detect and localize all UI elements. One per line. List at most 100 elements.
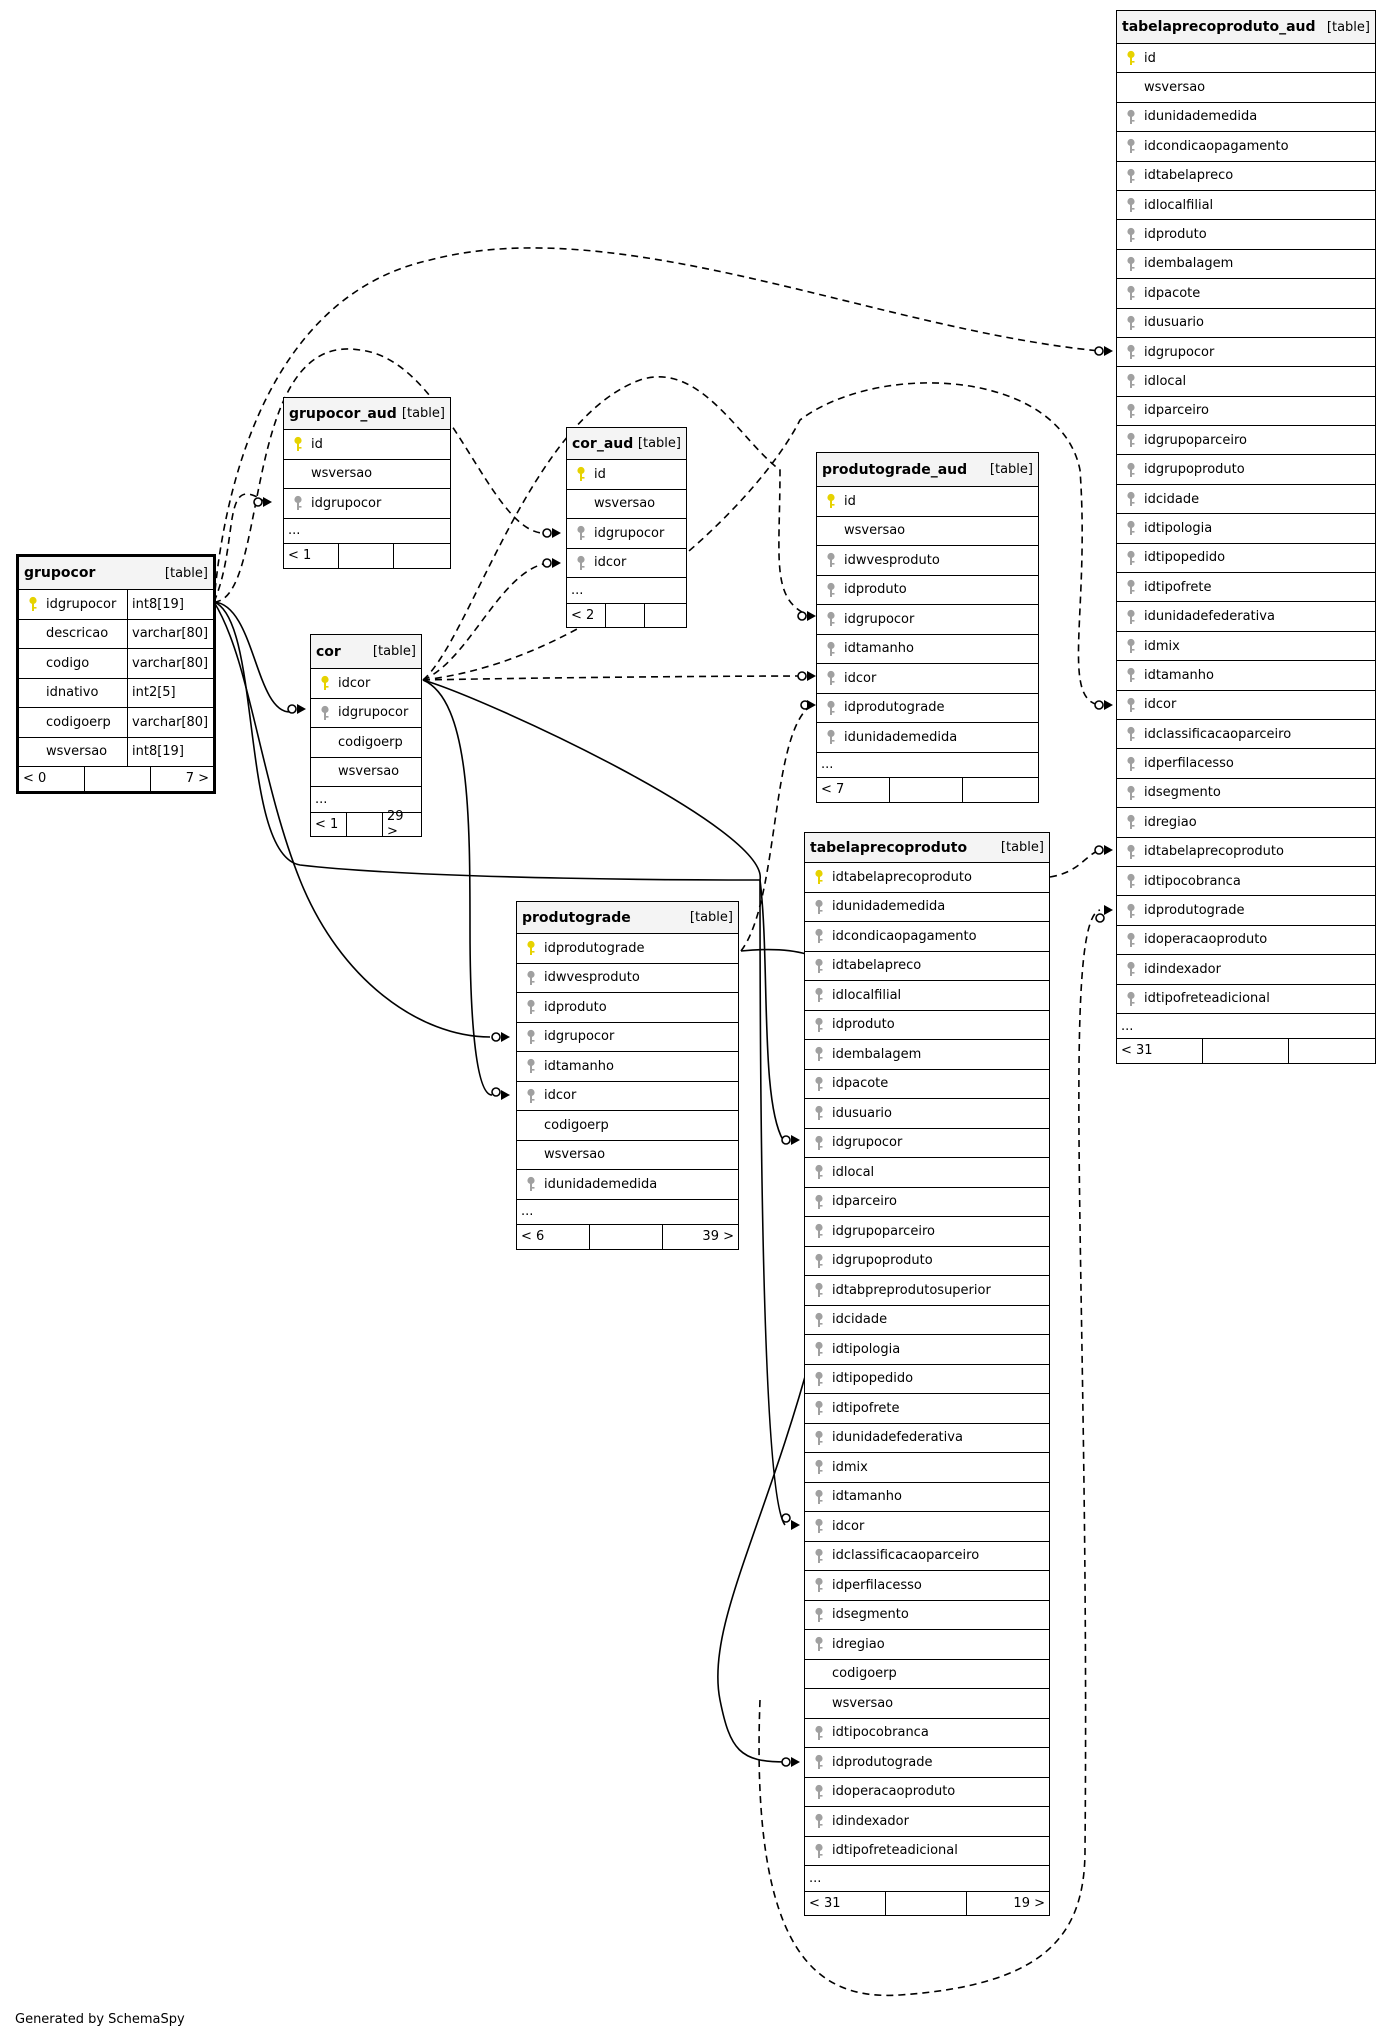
column-row[interactable]: idwvesproduto — [817, 546, 1038, 576]
more-columns[interactable]: ... — [805, 1866, 1049, 1892]
column-row[interactable]: idtamanho — [817, 635, 1038, 664]
column-row[interactable]: id — [817, 487, 1038, 517]
table-header[interactable]: cor[table] — [311, 635, 421, 669]
column-row[interactable]: idproduto — [517, 993, 738, 1023]
column-row[interactable]: idunidadefederativa — [805, 1424, 1049, 1453]
column-row[interactable]: idlocal — [1117, 367, 1375, 397]
column-row[interactable]: wsversao — [517, 1141, 738, 1170]
column-row[interactable]: idunidadefederativa — [1117, 602, 1375, 632]
column-row[interactable]: idcidade — [1117, 485, 1375, 515]
column-row[interactable]: idproduto — [805, 1011, 1049, 1040]
column-row[interactable]: idgrupoparceiro — [805, 1217, 1049, 1247]
column-row[interactable]: codigoerp — [805, 1660, 1049, 1689]
column-row[interactable]: wsversao — [284, 460, 450, 489]
parents-count[interactable]: < 1 — [311, 812, 347, 836]
table-header[interactable]: cor_aud[table] — [567, 428, 686, 460]
column-row[interactable]: idgrupocor — [817, 605, 1038, 635]
column-row[interactable]: idembalagem — [1117, 250, 1375, 280]
column-row[interactable]: idperfilacesso — [1117, 749, 1375, 779]
column-row[interactable]: id — [284, 430, 450, 460]
column-row[interactable]: idcor — [517, 1082, 738, 1111]
column-row[interactable]: idtabelapreco — [1117, 162, 1375, 191]
column-row[interactable]: wsversao — [805, 1689, 1049, 1719]
column-row[interactable]: codigoerp — [517, 1111, 738, 1141]
column-row[interactable]: idprodutograde — [817, 694, 1038, 723]
column-row[interactable]: idtabelaprecoproduto — [805, 863, 1049, 893]
column-row[interactable]: idcondicaopagamento — [1117, 132, 1375, 162]
column-row[interactable]: idlocal — [805, 1158, 1049, 1188]
column-row[interactable]: idindexador — [805, 1807, 1049, 1837]
more-columns[interactable]: ... — [567, 578, 686, 604]
column-row[interactable]: wsversao — [567, 490, 686, 519]
column-row[interactable]: idprodutograde — [517, 934, 738, 964]
column-row[interactable]: idgrupoparceiro — [1117, 426, 1375, 456]
column-row[interactable]: idwvesproduto — [517, 964, 738, 993]
table-header[interactable]: grupocor[table] — [19, 557, 213, 590]
column-row[interactable]: idlocalfilial — [1117, 191, 1375, 221]
children-count[interactable] — [1289, 1039, 1375, 1062]
column-row[interactable]: idmix — [805, 1453, 1049, 1483]
more-columns[interactable]: ... — [1117, 1014, 1375, 1040]
column-row[interactable]: wsversao — [1117, 73, 1375, 103]
column-row[interactable]: idtipofrete — [805, 1394, 1049, 1424]
parents-count[interactable]: < 31 — [805, 1891, 886, 1915]
column-row[interactable]: idgrupocor — [805, 1129, 1049, 1158]
column-row[interactable]: idclassificacaoparceiro — [1117, 720, 1375, 750]
column-row[interactable]: idclassificacaoparceiro — [805, 1542, 1049, 1571]
column-row[interactable]: idusuario — [1117, 309, 1375, 338]
column-row[interactable]: idtipologia — [805, 1335, 1049, 1365]
column-row[interactable]: idtipofreteadicional — [1117, 985, 1375, 1014]
column-row[interactable]: idgrupocor — [1117, 338, 1375, 368]
column-row[interactable]: idgrupocor — [284, 489, 450, 519]
column-row[interactable]: idgrupoproduto — [805, 1247, 1049, 1276]
column-row[interactable]: idcor — [805, 1512, 1049, 1542]
column-row[interactable]: id — [567, 460, 686, 490]
column-row[interactable]: idtabelapreco — [805, 952, 1049, 981]
children-count[interactable]: 39 > — [702, 1229, 734, 1245]
column-row[interactable]: idparceiro — [1117, 397, 1375, 427]
table-tabelaprecoproduto[interactable]: tabelaprecoproduto[table]idtabelaprecopr… — [804, 832, 1050, 1916]
more-columns[interactable]: ... — [817, 753, 1038, 778]
parents-count[interactable]: < 7 — [817, 778, 890, 802]
column-row[interactable]: idoperacaoproduto — [1117, 926, 1375, 956]
column-row[interactable]: codigoerp — [311, 728, 421, 758]
column-row[interactable]: wsversao — [817, 517, 1038, 546]
column-row[interactable]: idcondicaopagamento — [805, 922, 1049, 952]
column-row[interactable]: idtamanho — [805, 1483, 1049, 1512]
column-row[interactable]: idlocalfilial — [805, 981, 1049, 1011]
column-row[interactable]: idtamanho — [517, 1052, 738, 1082]
column-row[interactable]: idtipofrete — [1117, 573, 1375, 603]
children-count[interactable]: 29 > — [387, 809, 404, 840]
column-row[interactable]: idcor — [817, 664, 1038, 694]
table-header[interactable]: produtograde[table] — [517, 902, 738, 934]
table-header[interactable]: grupocor_aud[table] — [284, 398, 450, 430]
parents-count[interactable]: < 2 — [567, 603, 606, 627]
column-row[interactable]: idunidademedida — [1117, 103, 1375, 133]
column-row[interactable]: idprodutograde — [1117, 896, 1375, 926]
parents-count[interactable]: < 0 — [19, 767, 85, 791]
column-row[interactable]: idgrupoproduto — [1117, 455, 1375, 485]
column-row[interactable]: idproduto — [1117, 220, 1375, 250]
column-row[interactable]: idpacote — [805, 1070, 1049, 1099]
column-row[interactable]: idtamanho — [1117, 661, 1375, 691]
column-row[interactable]: idsegmento — [1117, 779, 1375, 809]
column-row[interactable]: idregiao — [1117, 808, 1375, 838]
column-row[interactable]: idcor — [567, 549, 686, 578]
column-row[interactable]: idoperacaoproduto — [805, 1778, 1049, 1807]
column-row[interactable]: idtipocobranca — [1117, 867, 1375, 897]
column-row[interactable]: idperfilacesso — [805, 1571, 1049, 1601]
column-row[interactable]: idcor — [1117, 691, 1375, 720]
column-row[interactable]: idtipopedido — [805, 1365, 1049, 1394]
column-row[interactable]: idtipologia — [1117, 514, 1375, 544]
column-row[interactable]: idproduto — [817, 576, 1038, 605]
column-row[interactable]: idgrupocor — [311, 699, 421, 728]
